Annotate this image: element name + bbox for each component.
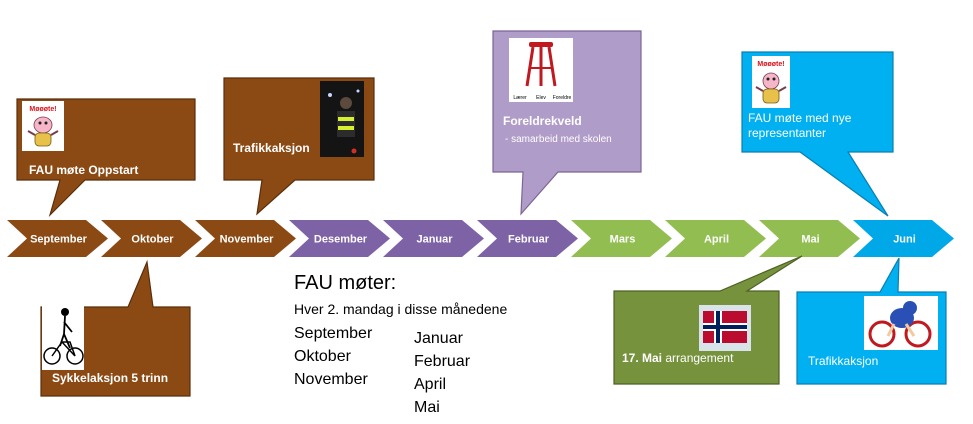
meeting-cartoon-icon: Møøøte! (752, 56, 790, 108)
chevron-shape (571, 220, 672, 257)
meeting-month: Oktober (294, 348, 351, 365)
month-chevron: Mai (759, 220, 860, 257)
chevron-shape (665, 220, 766, 257)
callout-title: Sykkelaksjon 5 trinn (52, 371, 168, 385)
meetings-column-1: September Oktober November (294, 322, 372, 391)
meeting-icon-text: Møøøte! (757, 61, 784, 68)
month-label: November (220, 234, 275, 246)
month-label: Mars (610, 234, 636, 246)
month-label: Juni (893, 234, 916, 246)
meeting-month: Februar (414, 353, 471, 370)
month-chevron: April (665, 220, 766, 257)
callout-fau-mote-nye-representanter: Møøøte! FAU møte med nye representanter (741, 51, 894, 217)
stool-label-2: Elev (536, 95, 546, 101)
meeting-icon-text: Møøøte! (29, 106, 56, 113)
month-chevron: Februar (477, 220, 578, 257)
meeting-month: Mai (414, 399, 440, 416)
month-chevron: Juni (853, 220, 954, 257)
meeting-month: April (414, 376, 447, 393)
month-chevrons: September Oktober November Desember Januar Fe… (7, 220, 954, 257)
month-label: April (704, 234, 729, 246)
month-label: September (30, 234, 88, 246)
month-chevron: Mars (571, 220, 672, 257)
meeting-cartoon-icon: Møøøte! (22, 101, 64, 151)
chevron-shape (195, 220, 296, 257)
month-chevron: Desember (289, 220, 390, 257)
callout-fau-mote-oppstart: Møøøte! FAU møte Oppstart (16, 98, 196, 218)
month-label: Februar (508, 234, 550, 246)
month-chevron: Januar (383, 220, 484, 257)
month-label: Desember (314, 234, 368, 246)
chevron-shape (383, 220, 484, 257)
stool-label-3: Foreldre (553, 95, 572, 101)
callout-title: FAU møte Oppstart (29, 163, 138, 177)
chevron-shape (477, 220, 578, 257)
meetings-column-2: Januar Februar April Mai (414, 327, 470, 419)
callout-title-rest: arrangement (662, 351, 734, 365)
callout-title: Trafikkaksjon (233, 141, 310, 155)
callout-trafikkaksjon-november: Trafikkaksjon (223, 77, 375, 216)
callout-subtitle: - samarbeid med skolen (505, 134, 612, 145)
callout-trafikkaksjon-juni: Trafikkaksjon (796, 257, 947, 385)
month-label: Mai (801, 234, 819, 246)
cyclist-cartoon-icon (864, 296, 938, 350)
callout-title: Foreldrekveld (503, 114, 582, 128)
meeting-month: Januar (414, 330, 463, 347)
three-legged-stool-icon: Lærer Elev Foreldre (509, 38, 573, 102)
chevron-shape (7, 220, 108, 257)
callout-title: FAU møte med nye representanter (748, 111, 852, 140)
meeting-month: November (294, 371, 368, 388)
reflective-vest-photo-icon (320, 81, 364, 157)
callout-title: Trafikkaksjon (808, 354, 878, 368)
month-label: Januar (416, 234, 453, 246)
chevron-shape (101, 220, 202, 257)
meetings-heading: FAU møter: (294, 272, 397, 294)
chevron-shape (759, 220, 860, 257)
chevron-shape (289, 220, 390, 257)
meeting-month: September (294, 325, 373, 342)
callout-title: 17. Mai arrangement (622, 351, 734, 365)
callout-title-bold: 17. Mai (622, 351, 662, 365)
month-chevron: September (7, 220, 108, 257)
month-chevron: Oktober (101, 220, 202, 257)
month-label: Oktober (131, 234, 174, 246)
callout-17-mai: 17. Mai arrangement (613, 255, 803, 385)
callout-sykkelaksjon: Sykkelaksjon 5 trinn (40, 259, 191, 397)
norwegian-flag-icon (699, 305, 751, 351)
bicycle-skeleton-icon (42, 302, 84, 370)
callout-foreldrekveld: Lærer Elev Foreldre Foreldrekveld - sama… (492, 30, 642, 216)
month-chevron: November (195, 220, 296, 257)
chevron-shape (853, 220, 954, 257)
stool-label-1: Lærer (513, 95, 527, 101)
meetings-subheading: Hver 2. mandag i disse månedene (294, 301, 508, 317)
